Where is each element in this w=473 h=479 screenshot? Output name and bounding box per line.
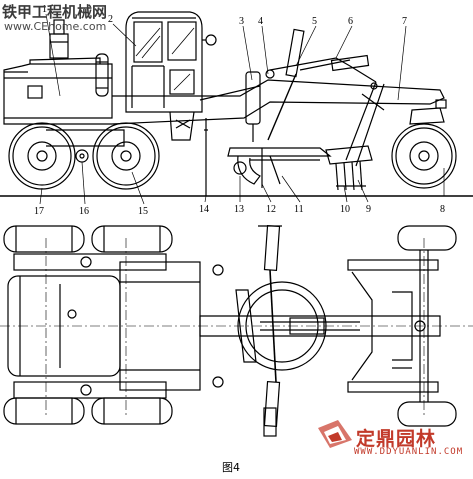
brand-logo-icon xyxy=(318,420,352,448)
part-number-12: 12 xyxy=(266,204,276,215)
part-number-16: 16 xyxy=(79,206,89,217)
part-number-3: 3 xyxy=(239,16,244,27)
brand-url: WWW.DDYUANLIN.COM xyxy=(354,447,464,457)
part-number-2: 2 xyxy=(108,14,113,25)
part-number-17: 17 xyxy=(34,206,44,217)
figure-caption: 图4 xyxy=(222,461,240,474)
part-number-14: 14 xyxy=(199,204,209,215)
front-wheel xyxy=(391,99,457,189)
operator-cab xyxy=(125,11,217,113)
part-number-1: 1 xyxy=(42,4,47,15)
rear-wheel-left xyxy=(8,122,76,190)
part-number-8: 8 xyxy=(440,204,445,215)
part-number-labels: 1 2 3 4 5 6 7 8 9 10 11 12 13 14 15 16 1… xyxy=(34,4,445,217)
top-view xyxy=(0,224,473,437)
part-number-7: 7 xyxy=(402,16,407,27)
part-number-9: 9 xyxy=(366,204,371,215)
front-axle-top xyxy=(347,225,457,427)
rear-wheel-right xyxy=(92,122,160,190)
circle-top xyxy=(235,224,327,437)
main-frame xyxy=(111,79,445,196)
part-number-10: 10 xyxy=(340,204,350,215)
side-view xyxy=(0,11,473,197)
part-number-6: 6 xyxy=(348,16,353,27)
front-frame-top xyxy=(199,315,441,337)
rear-tires-top xyxy=(3,225,173,425)
watermark-url: www.CEhome.com xyxy=(4,20,107,33)
part-number-15: 15 xyxy=(138,206,148,217)
leader-lines xyxy=(39,13,445,205)
part-number-4: 4 xyxy=(258,16,263,27)
part-number-13: 13 xyxy=(234,204,244,215)
watermark-title: 铁甲工程机械网 xyxy=(2,3,108,21)
brand-name: 定鼎园林 xyxy=(356,428,437,450)
lift-linkage xyxy=(245,28,385,167)
engine-hood xyxy=(3,19,113,125)
blade-assembly xyxy=(227,147,332,188)
part-number-5: 5 xyxy=(312,16,317,27)
part-number-11: 11 xyxy=(294,204,304,215)
